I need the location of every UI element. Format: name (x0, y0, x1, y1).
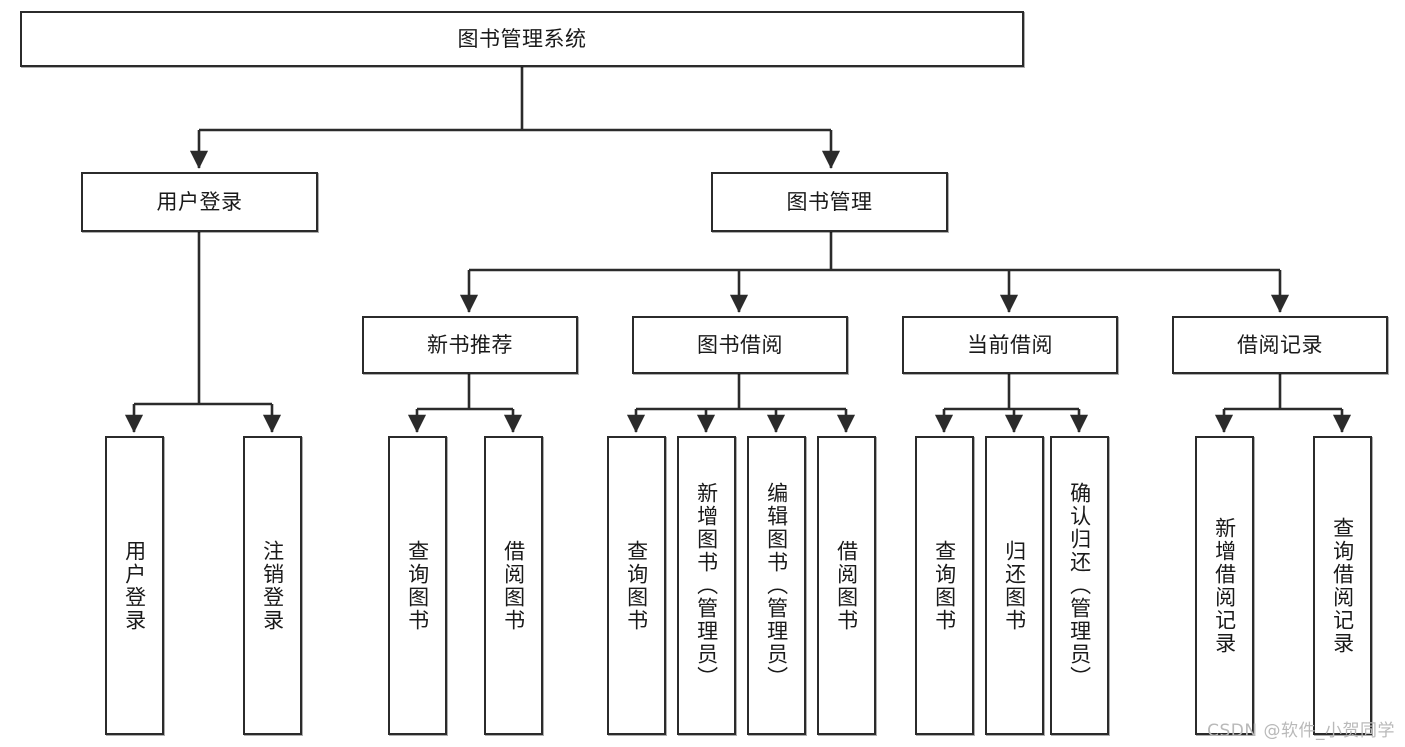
node-leaf-query-book-3[interactable]: 查询图书 (915, 436, 974, 735)
node-current-borrow-label: 当前借阅 (967, 332, 1053, 357)
node-leaf-borrow-book-2[interactable]: 借阅图书 (817, 436, 876, 735)
node-root[interactable]: 图书管理系统 (20, 11, 1024, 67)
node-leaf-user-login-label: 用户登录 (122, 539, 147, 632)
node-leaf-query-book-2-label: 查询图书 (624, 539, 649, 632)
node-leaf-return-book[interactable]: 归还图书 (985, 436, 1044, 735)
node-borrow-record[interactable]: 借阅记录 (1172, 316, 1388, 374)
node-leaf-query-book-3-label: 查询图书 (932, 539, 957, 632)
node-leaf-edit-book-label: 编辑图书（管理员） (764, 482, 789, 689)
node-user-login[interactable]: 用户登录 (81, 172, 318, 232)
node-leaf-borrow-book-1-label: 借阅图书 (501, 539, 526, 632)
node-leaf-edit-book[interactable]: 编辑图书（管理员） (747, 436, 806, 735)
node-leaf-query-book-1[interactable]: 查询图书 (388, 436, 447, 735)
node-new-book-recommend-label: 新书推荐 (427, 332, 513, 357)
node-leaf-logout-label: 注销登录 (260, 539, 285, 632)
node-leaf-user-login[interactable]: 用户登录 (105, 436, 164, 735)
node-new-book-recommend[interactable]: 新书推荐 (362, 316, 578, 374)
node-borrow-record-label: 借阅记录 (1237, 332, 1323, 357)
node-leaf-confirm-return[interactable]: 确认归还（管理员） (1050, 436, 1109, 735)
node-leaf-add-record[interactable]: 新增借阅记录 (1195, 436, 1254, 735)
node-user-login-label: 用户登录 (156, 189, 243, 214)
node-leaf-borrow-book-2-label: 借阅图书 (834, 539, 859, 632)
node-leaf-query-record-label: 查询借阅记录 (1330, 516, 1355, 655)
node-leaf-borrow-book-1[interactable]: 借阅图书 (484, 436, 543, 735)
node-leaf-logout[interactable]: 注销登录 (243, 436, 302, 735)
node-leaf-add-book[interactable]: 新增图书（管理员） (677, 436, 736, 735)
node-book-manage-label: 图书管理 (786, 189, 873, 214)
node-leaf-query-book-1-label: 查询图书 (405, 539, 430, 632)
node-leaf-confirm-return-label: 确认归还（管理员） (1067, 482, 1092, 689)
node-leaf-query-book-2[interactable]: 查询图书 (607, 436, 666, 735)
node-root-label: 图书管理系统 (457, 26, 587, 51)
node-book-manage[interactable]: 图书管理 (711, 172, 948, 232)
node-leaf-add-book-label: 新增图书（管理员） (694, 482, 719, 689)
node-leaf-add-record-label: 新增借阅记录 (1212, 516, 1237, 655)
node-book-borrow-label: 图书借阅 (697, 332, 783, 357)
node-current-borrow[interactable]: 当前借阅 (902, 316, 1118, 374)
node-leaf-query-record[interactable]: 查询借阅记录 (1313, 436, 1372, 735)
node-leaf-return-book-label: 归还图书 (1002, 539, 1027, 632)
node-book-borrow[interactable]: 图书借阅 (632, 316, 848, 374)
